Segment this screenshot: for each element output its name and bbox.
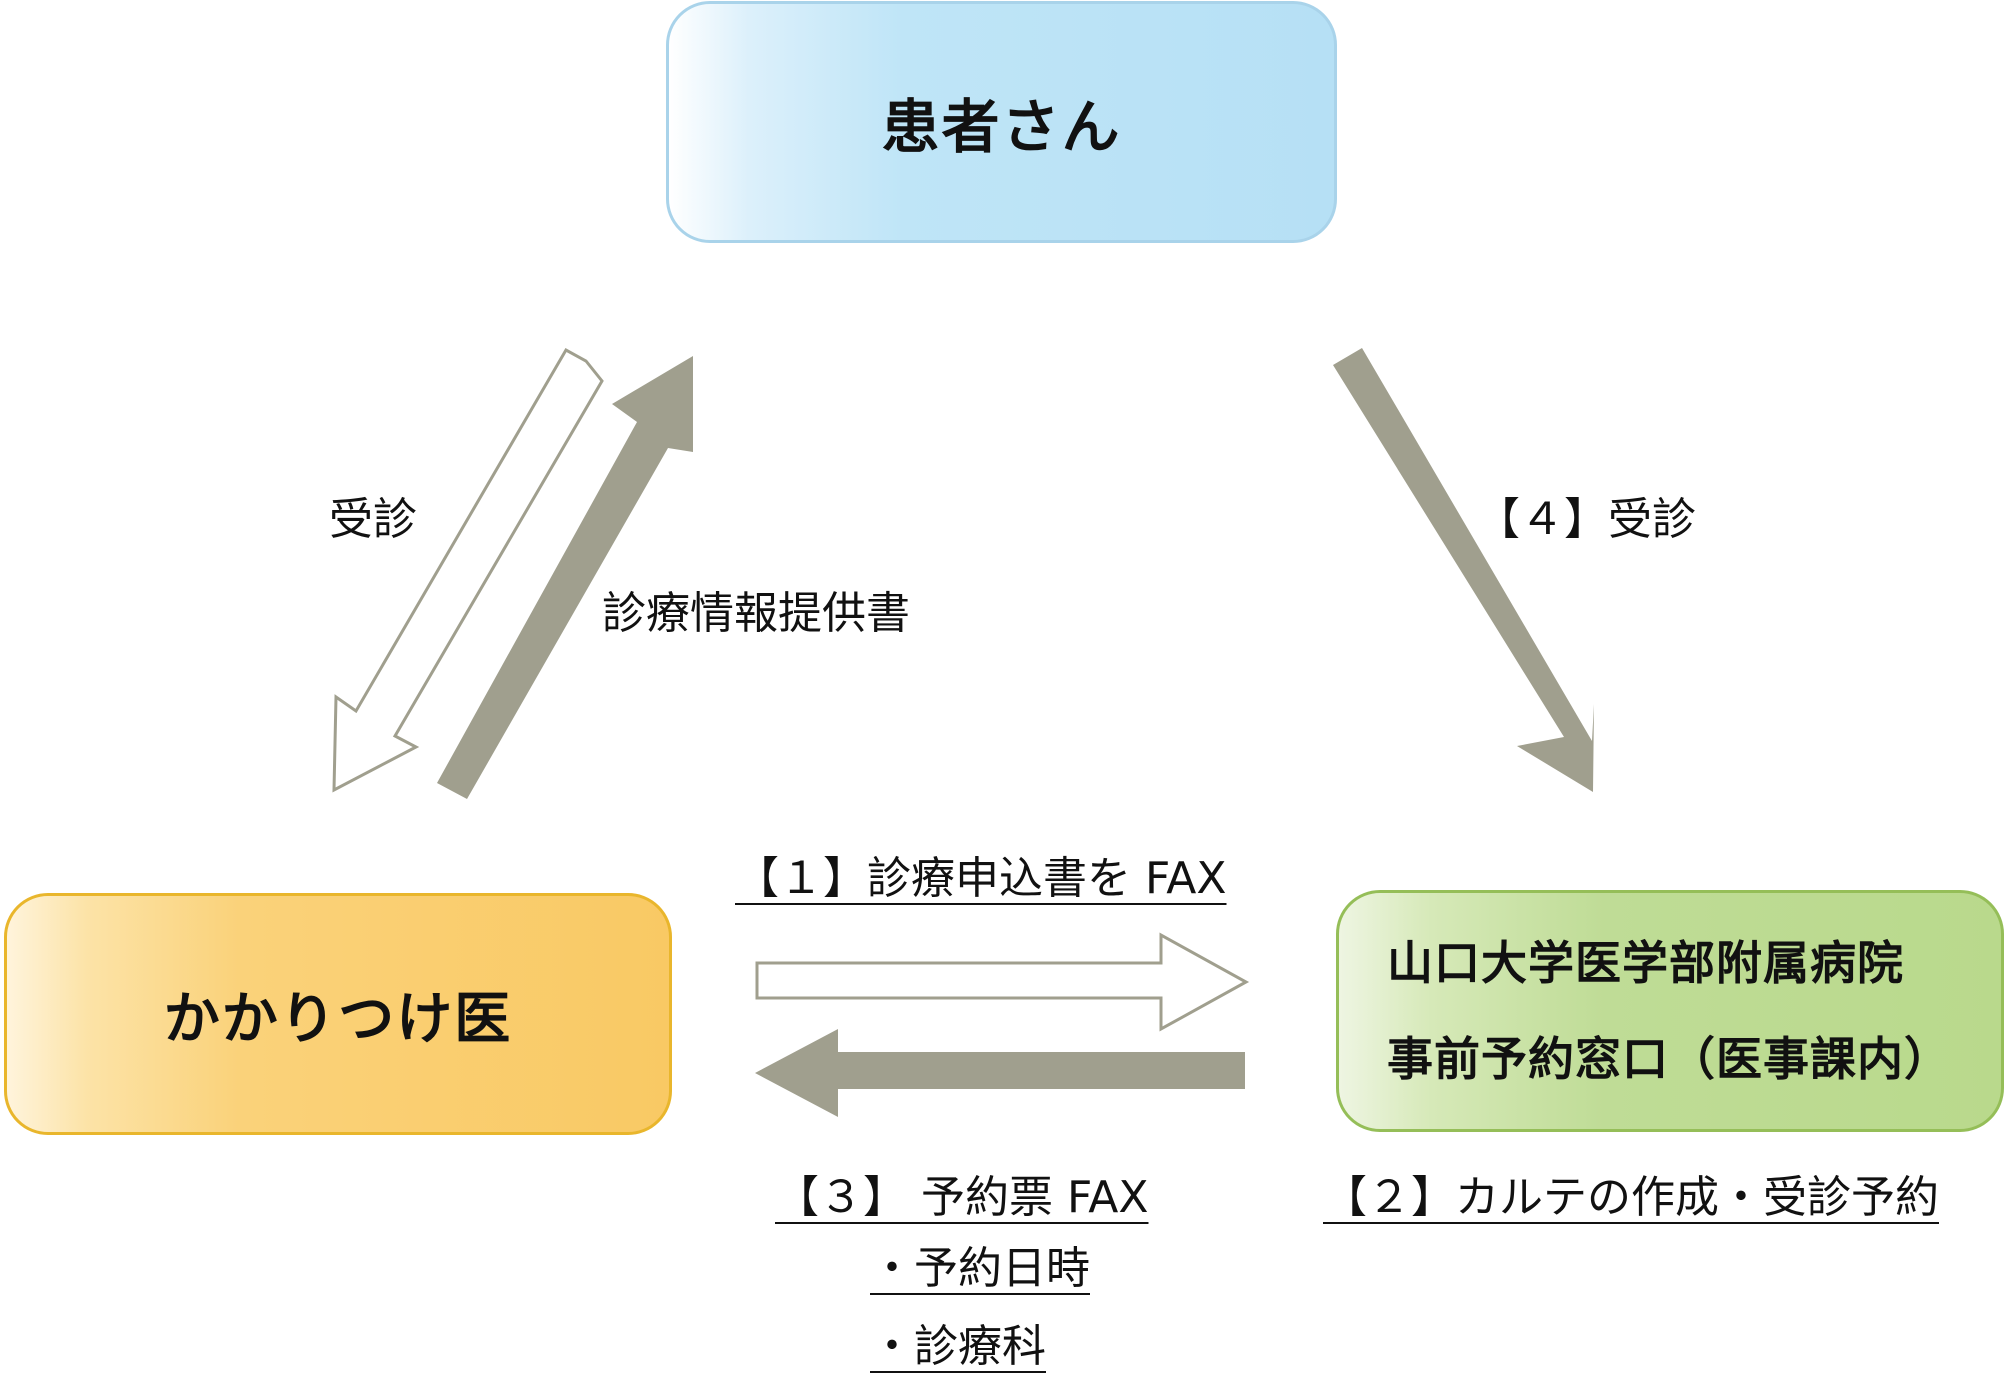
step2-chart-label: 【２】カルテの作成・受診予約	[1323, 1172, 1939, 1223]
step1-fax-label: 【１】診療申込書を FAX	[735, 853, 1227, 904]
arrow-patient-to-doctor	[332, 347, 604, 793]
arrow-doctor-to-hospital	[755, 932, 1250, 1032]
hospital-reservation-box: 山口大学医学部附属病院 事前予約窓口（医事課内）	[1336, 890, 2004, 1132]
step4-visit-label: 【４】受診	[1476, 494, 1696, 545]
family-doctor-label: かかりつけ医	[163, 986, 513, 1052]
arrow-patient-to-hospital	[1333, 348, 1594, 792]
step3-date-label: ・予約日時	[870, 1243, 1090, 1294]
referral-letter-label: 診療情報提供書	[602, 588, 910, 639]
hospital-name-label: 山口大学医学部附属病院	[1387, 936, 1904, 990]
step3-fax-label: 【３】 予約票 FAX	[775, 1172, 1149, 1223]
patient-box: 患者さん	[666, 1, 1337, 243]
family-doctor-box: かかりつけ医	[4, 893, 672, 1135]
reservation-desk-label: 事前予約窓口（医事課内）	[1387, 1032, 1951, 1086]
visit-left-label: 受診	[329, 494, 417, 545]
patient-label: 患者さん	[881, 93, 1122, 161]
step3-dept-label: ・診療科	[870, 1321, 1046, 1372]
arrow-doctor-to-patient	[437, 356, 693, 799]
arrow-hospital-to-doctor	[755, 1029, 1245, 1117]
